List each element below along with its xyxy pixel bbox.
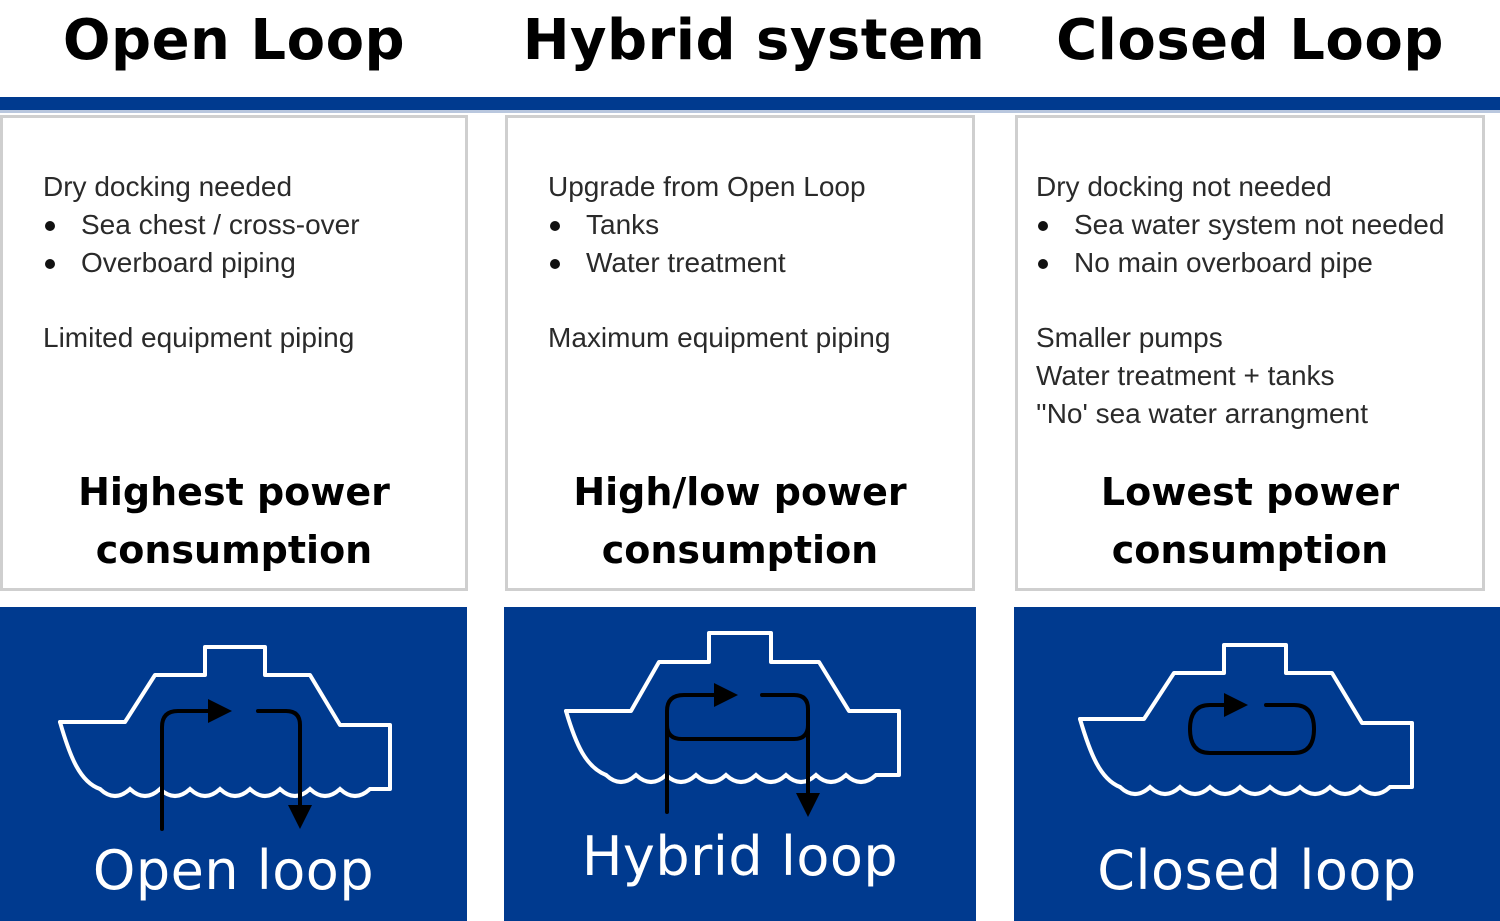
bullet-icon [550,259,560,269]
open-loop-diagram [58,645,392,831]
list-item-label: Sea chest / cross-over [81,209,360,240]
tile-open-loop: Open loop [0,607,467,921]
ship-outline-icon [58,645,392,791]
list-item: No main overboard pipe [1036,244,1444,282]
waves-icon [1118,784,1402,796]
power-line-1: Lowest power [1100,470,1400,514]
list-item: Overboard piping [43,244,360,282]
arrowhead-icon [714,683,738,707]
panel-intro: Dry docking needed [43,171,293,202]
panel-hybrid-system: Upgrade from Open Loop Tanks Water treat… [505,115,975,591]
power-consumption-label: Lowest power consumption [1018,463,1482,579]
waves-icon [98,786,380,798]
closed-loop-diagram [1078,643,1414,796]
bullet-icon [45,259,55,269]
flow-arrow-icon [160,709,302,831]
power-line-2: consumption [601,528,879,572]
bullet-icon [1038,221,1048,231]
arrowhead-icon [208,699,232,723]
list-item-label: Water treatment [586,247,786,278]
flow-arrow-icon [1188,703,1316,755]
column-title-hybrid-system: Hybrid system [522,8,986,73]
panel-closed-loop: Dry docking not needed Sea water system … [1015,115,1485,591]
bullet-list: Sea water system not needed No main over… [1036,206,1444,282]
flow-arrow-icon [665,693,810,814]
power-consumption-label: High/low power consumption [508,463,972,579]
list-item-label: No main overboard pipe [1074,247,1373,278]
panel-note: Smaller pumps [1036,322,1223,353]
waves-icon [604,772,889,784]
panel-note: Water treatment + tanks [1036,360,1335,391]
power-line-1: High/low power [573,470,907,514]
ship-outline-icon [1078,643,1414,789]
list-item: Sea chest / cross-over [43,206,360,244]
panel-note: Maximum equipment piping [548,322,891,353]
header-divider [0,97,1500,113]
ship-outline-icon [564,631,901,777]
panel-intro: Upgrade from Open Loop [548,171,866,202]
panel-open-loop: Dry docking needed Sea chest / cross-ove… [0,115,468,591]
panel-intro: Dry docking not needed [1036,171,1332,202]
column-title-open-loop: Open Loop [62,8,406,73]
list-item-label: Overboard piping [81,247,296,278]
list-item: Tanks [548,206,786,244]
list-item-label: Tanks [586,209,660,240]
list-item: Sea water system not needed [1036,206,1444,244]
power-line-1: Highest power [78,470,390,514]
column-title-closed-loop: Closed Loop [1056,8,1444,73]
power-consumption-label: Highest power consumption [3,463,465,579]
power-line-2: consumption [1111,528,1389,572]
tile-hybrid-loop: Hybrid loop [504,607,976,921]
list-item-label: Sea water system not needed [1074,209,1445,240]
tile-label: Closed loop [1097,839,1417,902]
list-item: Water treatment [548,244,786,282]
power-line-2: consumption [95,528,373,572]
panel-note: ''No' sea water arrangment [1036,398,1368,429]
arrowhead-icon [1224,693,1248,717]
tile-closed-loop: Closed loop [1014,607,1500,921]
bullet-list: Sea chest / cross-over Overboard piping [43,206,360,282]
hybrid-loop-diagram [564,631,901,817]
tile-label: Open loop [92,839,375,902]
bullet-list: Tanks Water treatment [548,206,786,282]
bullet-icon [550,221,560,231]
bullet-icon [45,221,55,231]
arrowhead-icon [288,805,312,829]
panel-note: Limited equipment piping [43,322,355,353]
arrowhead-icon [796,793,820,817]
bullet-icon [1038,259,1048,269]
tile-label: Hybrid loop [581,825,899,888]
